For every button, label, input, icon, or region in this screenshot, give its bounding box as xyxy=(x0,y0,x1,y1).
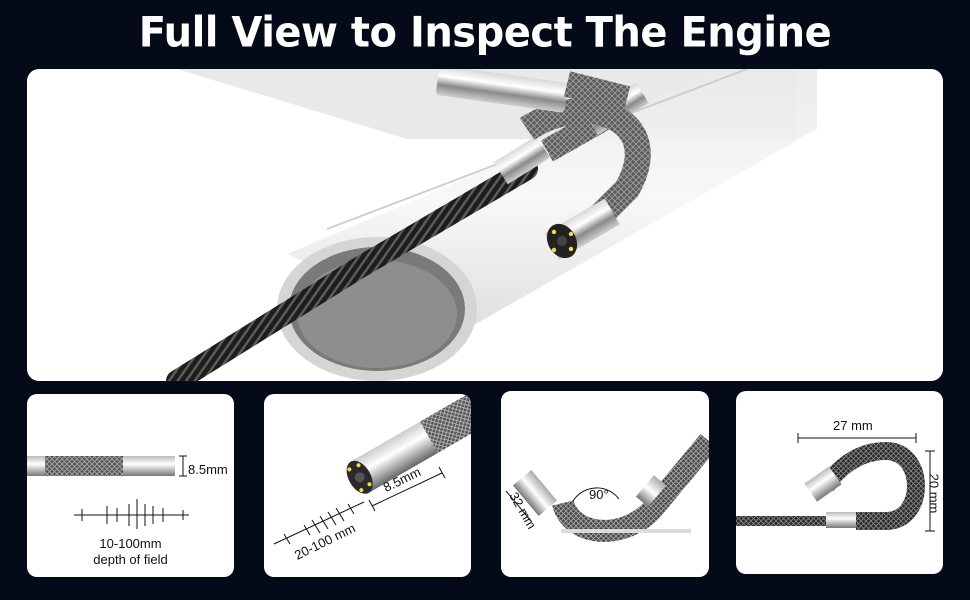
dof-range-label: 10-100mm xyxy=(99,536,162,551)
bend-view xyxy=(505,433,709,542)
camera-tip-view xyxy=(273,394,471,545)
bend-angle-label: 90° xyxy=(589,487,609,502)
diameter-label: 8.5mm xyxy=(188,462,228,477)
loop-panel: 27 mm 20 mm xyxy=(736,391,943,574)
loop-view xyxy=(736,433,935,532)
pipe-scene xyxy=(166,69,817,381)
page-title: Full View to Inspect The Engine xyxy=(138,8,832,58)
probe-side-view xyxy=(27,455,189,529)
camera-tip-panel: 8.5mm 20-100 mm xyxy=(264,394,471,577)
loop-width-label: 27 mm xyxy=(833,418,873,433)
dof-caption: depth of field xyxy=(93,552,168,567)
diameter-panel: 8.5mm 10-100mm depth of field xyxy=(27,394,234,577)
hero-engine-illustration xyxy=(27,69,943,381)
loop-height-label: 20 mm xyxy=(926,473,942,514)
bend-panel: 90° 32 mm xyxy=(501,391,709,577)
